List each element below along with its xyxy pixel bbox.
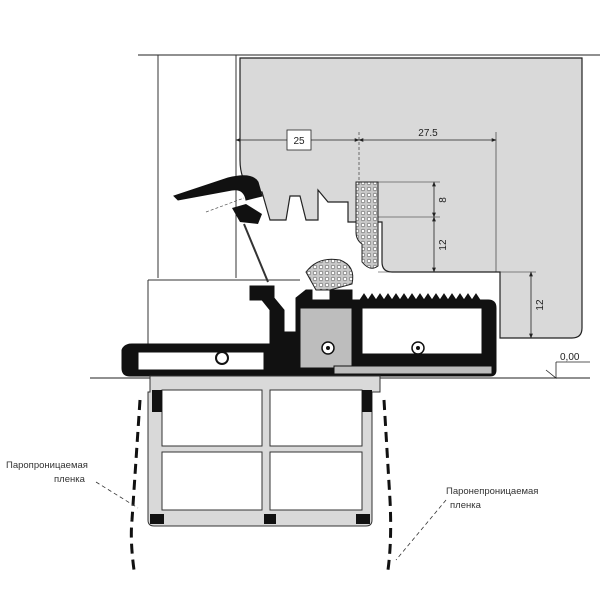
glazing-clip [232,204,262,224]
level-label: 0,00 [560,352,580,363]
glazing-bead [173,175,263,201]
clip-glyph [215,351,229,365]
frame-chamber-left [137,351,265,371]
drain-pin [243,223,269,283]
dimension-25: 25 [235,129,360,151]
frame-gasket-teeth [359,293,481,301]
dim-12-outer-label: 12 [535,299,546,311]
vapor-barrier-membrane [382,399,393,571]
dim-8-label: 8 [438,197,449,203]
label-vapor-barrier: Паронепроницаемая [446,486,538,497]
label-vapor-barrier-2: пленка [450,500,482,511]
foam-seal-lower [305,258,354,291]
dim-12-inner-label: 12 [438,239,449,251]
frame-outline [147,55,300,362]
label-vapor-permeable: Паропроницаемая [6,460,88,471]
dimension-12-inner: 12 [378,216,449,273]
dimension-27-5: 27.5 [358,128,497,272]
dim-25-label: 25 [293,136,305,147]
dimension-12-outer: 12 [500,271,546,339]
label-vapor-permeable-2: пленка [54,474,86,485]
leader-left [95,481,139,509]
frame-bottom-strip [333,365,493,375]
foam-seal-upper [355,181,379,269]
sill-chambers [161,389,363,511]
dim-27-5-label: 27.5 [418,128,438,139]
leader-right [395,499,447,561]
fastener-left [321,341,335,355]
sill-clips [150,390,372,524]
frame-chamber-mid [299,307,353,369]
dimension-8: 8 [378,181,449,218]
fastener-right [411,341,425,355]
glass-hint-line [205,197,245,213]
vapor-permeable-membrane [129,399,142,571]
